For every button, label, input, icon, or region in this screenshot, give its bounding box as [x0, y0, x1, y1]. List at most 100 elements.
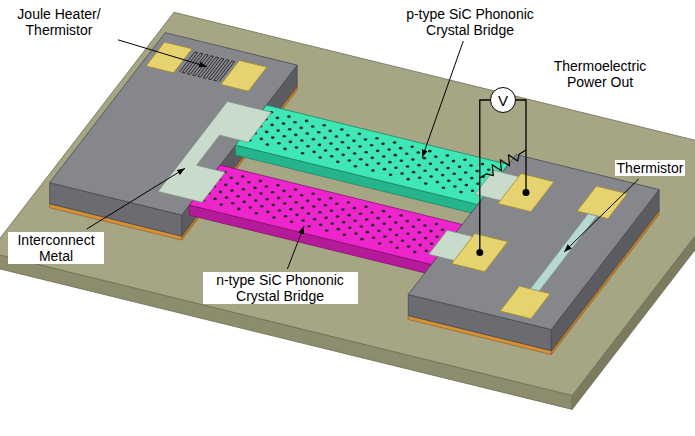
phononic-hole — [219, 203, 223, 206]
phononic-hole — [469, 164, 473, 167]
phononic-hole — [295, 214, 299, 217]
phononic-hole — [347, 159, 351, 162]
phononic-hole — [418, 177, 422, 180]
phononic-hole — [336, 161, 340, 164]
phononic-hole — [376, 150, 380, 153]
phononic-hole — [340, 128, 344, 131]
phononic-hole — [435, 223, 439, 226]
phononic-hole — [365, 218, 369, 221]
phononic-hole — [299, 127, 303, 130]
phononic-hole — [288, 128, 292, 131]
phononic-hole — [418, 244, 422, 247]
phononic-hole — [364, 138, 368, 141]
contact-pad — [221, 60, 267, 91]
leader-line — [422, 41, 463, 158]
phononic-hole — [336, 215, 340, 218]
phononic-hole — [290, 221, 294, 224]
phononic-hole — [311, 125, 315, 128]
output-wire — [480, 100, 490, 253]
phononic-hole — [318, 144, 322, 147]
phononic-hole — [300, 139, 304, 142]
phononic-hole — [317, 131, 321, 134]
phononic-hole — [412, 225, 416, 228]
phononic-hole — [229, 177, 233, 180]
phononic-hole — [435, 235, 439, 238]
phononic-hole — [382, 155, 386, 158]
phononic-hole — [388, 216, 392, 219]
phononic-hole — [293, 121, 297, 124]
phononic-hole — [353, 152, 357, 155]
phononic-hole — [248, 194, 252, 197]
phononic-hole — [254, 199, 258, 202]
phononic-hole — [319, 224, 323, 227]
phononic-hole — [312, 138, 316, 141]
phononic-hole — [406, 165, 410, 168]
phononic-hole — [376, 217, 380, 220]
phononic-hole — [400, 172, 404, 175]
phononic-hole — [294, 134, 298, 137]
phononic-hole — [241, 175, 245, 178]
phononic-hole — [413, 251, 417, 254]
phononic-hole — [417, 218, 421, 221]
phononic-hole — [287, 115, 291, 118]
phononic-hole — [317, 198, 321, 201]
phononic-hole — [364, 151, 368, 154]
phononic-hole — [371, 224, 375, 227]
phononic-hole — [435, 181, 439, 184]
phononic-hole — [329, 197, 333, 200]
phononic-hole — [475, 170, 479, 173]
part-label: Joule Heater/ Thermistor — [3, 6, 115, 38]
phononic-hole — [407, 245, 411, 248]
phononic-hole — [435, 168, 439, 171]
phononic-hole — [377, 230, 381, 233]
phononic-hole — [442, 186, 446, 189]
phononic-hole — [412, 171, 416, 174]
phononic-hole — [372, 237, 376, 240]
phononic-hole — [312, 205, 316, 208]
substrate-top — [0, 12, 695, 395]
phononic-hole — [282, 122, 286, 125]
phononic-hole — [277, 197, 281, 200]
phononic-hole — [276, 184, 280, 187]
phononic-hole — [324, 149, 328, 152]
phononic-hole — [364, 206, 368, 209]
phononic-hole — [289, 141, 293, 144]
contact-pad — [500, 286, 550, 319]
phononic-hole — [283, 202, 287, 205]
phononic-hole — [242, 188, 246, 191]
phononic-hole — [464, 171, 468, 174]
phononic-hole — [248, 206, 252, 209]
phononic-hole — [323, 137, 327, 140]
phononic-hole — [301, 152, 305, 155]
phononic-hole — [277, 142, 281, 145]
phononic-hole — [341, 154, 345, 157]
phononic-hole — [378, 242, 382, 245]
phononic-hole — [395, 246, 399, 249]
phononic-hole — [465, 184, 469, 187]
phononic-hole — [335, 203, 339, 206]
phononic-hole — [260, 205, 264, 208]
phononic-hole — [366, 231, 370, 234]
part-label: Interconnect Metal — [8, 232, 104, 264]
voltmeter-circle: V — [490, 87, 516, 113]
phononic-hole — [294, 201, 298, 204]
phononic-hole — [424, 249, 428, 252]
phononic-hole — [417, 164, 421, 167]
phononic-hole — [325, 229, 329, 232]
phononic-hole — [230, 189, 234, 192]
phononic-hole — [381, 143, 385, 146]
phononic-hole — [452, 172, 456, 175]
phononic-hole — [352, 140, 356, 143]
phononic-hole — [348, 227, 352, 230]
phononic-hole — [324, 204, 328, 207]
phononic-hole — [400, 227, 404, 230]
phononic-hole — [405, 220, 409, 223]
phononic-hole — [375, 137, 379, 140]
phononic-hole — [429, 230, 433, 233]
phononic-hole — [247, 181, 251, 184]
phononic-hole — [389, 174, 393, 177]
phononic-hole — [284, 215, 288, 218]
phononic-hole — [428, 150, 432, 153]
